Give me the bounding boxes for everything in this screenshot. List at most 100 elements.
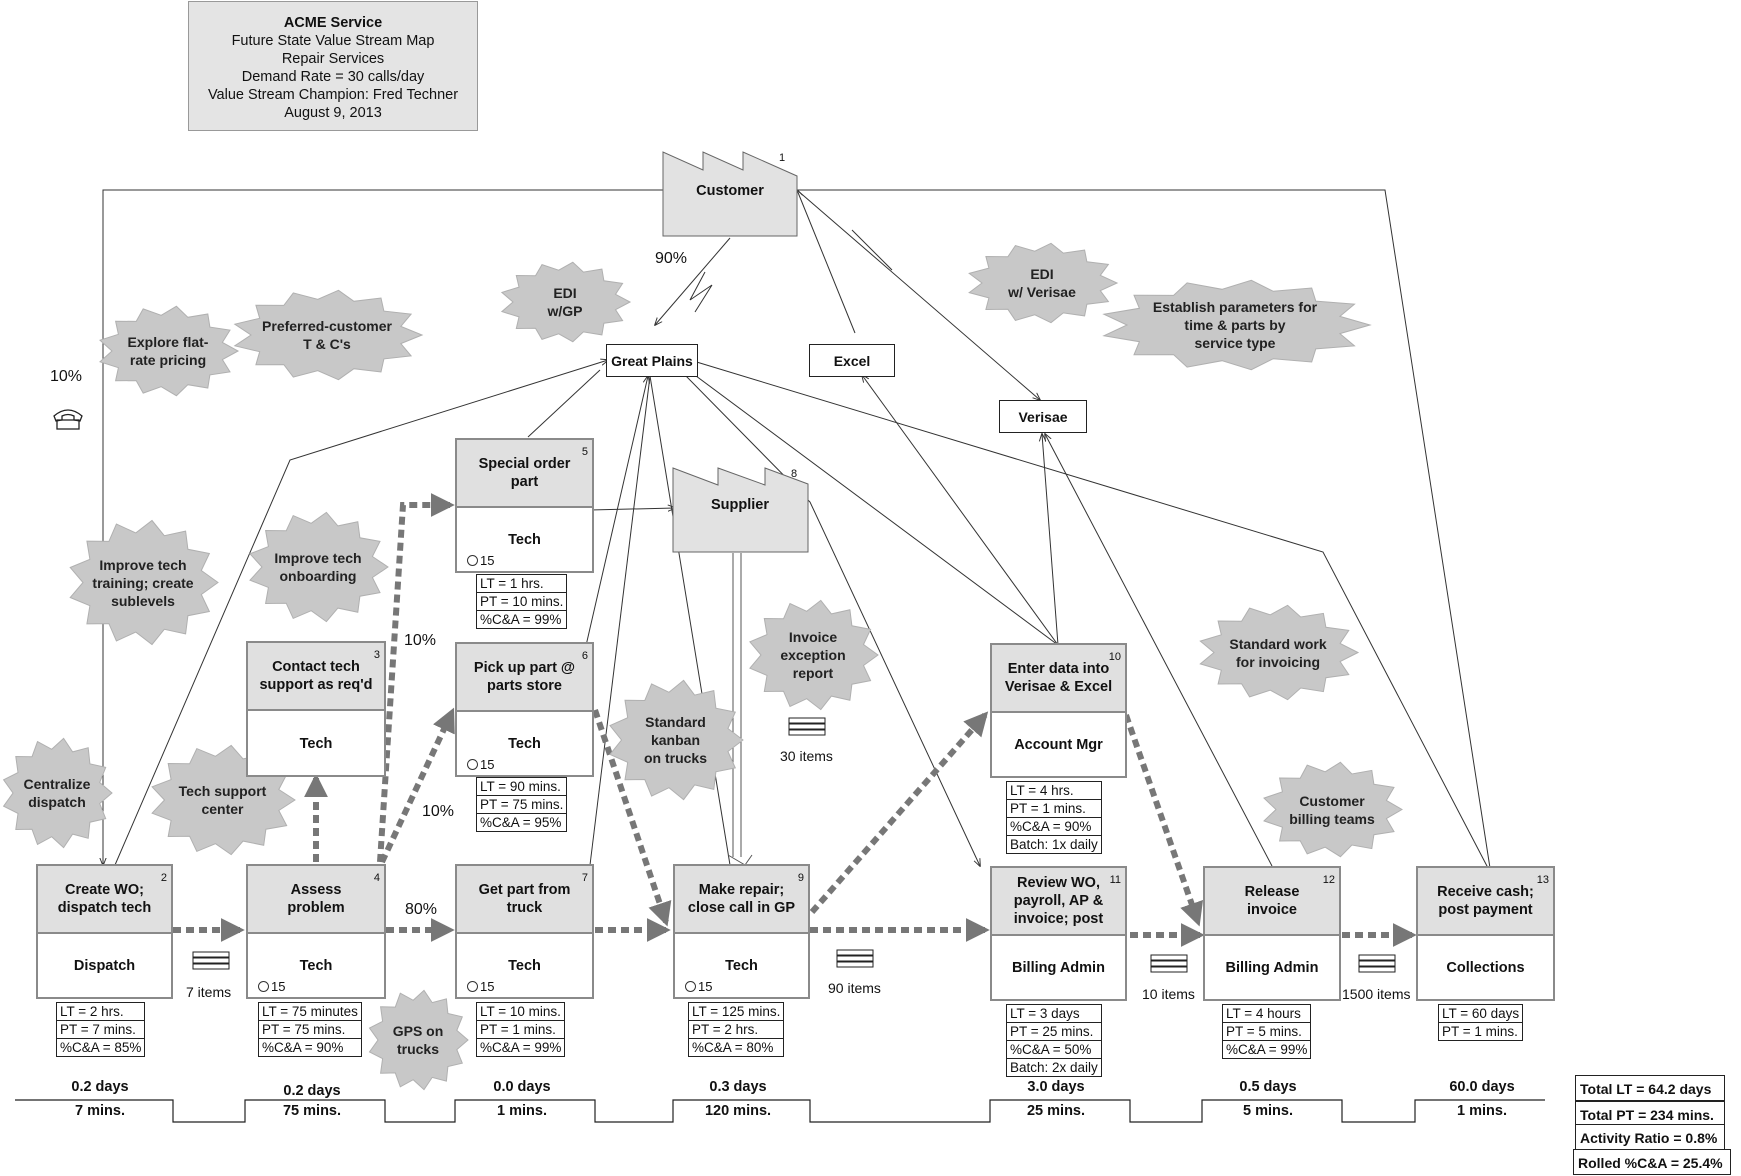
timeline-process-time: 1 mins. bbox=[1457, 1103, 1507, 1119]
data-box-row: %C&A = 50% bbox=[1007, 1041, 1101, 1059]
electronic-mark-1 bbox=[689, 271, 713, 313]
data-box-row: %C&A = 90% bbox=[262, 1040, 344, 1055]
data-box-row: LT = 1 hrs. bbox=[477, 575, 567, 593]
data-box-row: PT = 25 mins. bbox=[1007, 1023, 1101, 1041]
info-line-enter-excel bbox=[862, 375, 1059, 646]
timeline-lead-time: 0.5 days bbox=[1239, 1079, 1297, 1095]
process-role: Dispatch bbox=[73, 957, 136, 974]
verisae-system: Verisae bbox=[999, 400, 1087, 433]
process-number: 9 bbox=[797, 872, 804, 884]
customer-number: 1 bbox=[779, 152, 786, 164]
kaizen-burst-shape bbox=[69, 519, 219, 646]
kaizen-burst-shape bbox=[99, 305, 240, 397]
push-arrow-10-12 bbox=[1123, 714, 1204, 927]
data-box-row: PT = 7 mins. bbox=[57, 1021, 145, 1039]
process-role: Billing Admin bbox=[1225, 959, 1319, 976]
inventory-label-3: 90 items bbox=[828, 980, 881, 996]
process-number: 5 bbox=[581, 446, 588, 458]
info-line-repair-gp bbox=[649, 375, 731, 866]
process-number: 11 bbox=[1109, 874, 1121, 886]
process-number: 7 bbox=[581, 872, 588, 884]
phone-icon bbox=[53, 409, 83, 430]
operator-count: 15 bbox=[467, 757, 494, 772]
push-arrow-4-5 bbox=[377, 493, 455, 863]
push-arrow-6-9 bbox=[592, 709, 672, 927]
kaizen-text: Explore flat-rate pricing bbox=[127, 334, 209, 368]
kaizen-burst-shape bbox=[368, 989, 469, 1091]
data-box-row: PT = 2 hrs. bbox=[689, 1021, 784, 1039]
title-date: August 9, 2013 bbox=[284, 105, 382, 121]
data-box-row: LT = 4 hours bbox=[1223, 1005, 1311, 1023]
data-box-row: Batch: 1x daily bbox=[1010, 837, 1098, 852]
percent-customer-gp: 90% bbox=[655, 250, 688, 267]
supplier-number: 8 bbox=[791, 468, 798, 480]
inventory-label-5: 1500 items bbox=[1342, 986, 1411, 1002]
process-number: 12 bbox=[1322, 874, 1335, 886]
title-champion: Value Stream Champion: Fred Techner bbox=[207, 87, 459, 103]
kaizen-burst-shape bbox=[1199, 604, 1360, 701]
inventory-label-1: 7 items bbox=[186, 984, 232, 1000]
timeline-process-time: 75 mins. bbox=[282, 1103, 342, 1119]
kaizen-flat-rate: Explore flat-rate pricing bbox=[98, 306, 238, 396]
data-box-row: LT = 60 days bbox=[1439, 1005, 1523, 1023]
info-line-gp-review bbox=[684, 374, 980, 866]
operator-icon bbox=[685, 981, 696, 992]
data-box-row: PT = 10 mins. bbox=[477, 593, 567, 611]
operator-count: 15 bbox=[467, 979, 494, 994]
timeline-lead-time: 60.0 days bbox=[1449, 1079, 1515, 1095]
data-box-pick-up-part: LT = 90 mins.PT = 75 mins.%C&A = 95% bbox=[476, 777, 568, 832]
great-plains-system: Great Plains bbox=[606, 344, 698, 377]
process-role: Billing Admin bbox=[1012, 959, 1105, 976]
info-line-release-verisae bbox=[1045, 434, 1273, 867]
kaizen-burst-shape bbox=[249, 511, 389, 623]
percent-special-order: 10% bbox=[404, 632, 437, 649]
info-line-special-supplier bbox=[589, 508, 675, 510]
timeline-process-time: 7 mins. bbox=[75, 1103, 125, 1119]
title-demand: Demand Rate = 30 calls/day bbox=[241, 69, 425, 85]
process-number: 10 bbox=[1108, 651, 1121, 663]
data-box-row: LT = 10 mins. bbox=[477, 1003, 565, 1021]
inventory-icons bbox=[192, 717, 1396, 973]
data-box-special-order: LT = 1 hrs.PT = 10 mins.%C&A = 99% bbox=[476, 574, 568, 629]
summary-total-lt: Total LT = 64.2 days bbox=[1575, 1075, 1725, 1101]
timeline-lead-time: 0.0 days bbox=[493, 1079, 551, 1095]
data-box-row: PT = 1 mins. bbox=[1442, 1024, 1518, 1039]
timeline-lead-time: 0.2 days bbox=[283, 1083, 341, 1099]
data-box-row: LT = 125 mins. bbox=[689, 1003, 784, 1021]
kaizen-burst-shape bbox=[968, 242, 1119, 324]
process-role: Tech bbox=[508, 735, 541, 752]
operator-count: 15 bbox=[467, 553, 494, 568]
timeline-ladder bbox=[15, 1099, 1545, 1123]
timeline-process-time: 1 mins. bbox=[497, 1103, 547, 1119]
summary-activity-ratio: Activity Ratio = 0.8% bbox=[1575, 1124, 1725, 1150]
percent-phone: 10% bbox=[50, 368, 83, 385]
data-box-row: %C&A = 99% bbox=[480, 1040, 562, 1055]
timeline-lead-time: 0.3 days bbox=[709, 1079, 767, 1095]
